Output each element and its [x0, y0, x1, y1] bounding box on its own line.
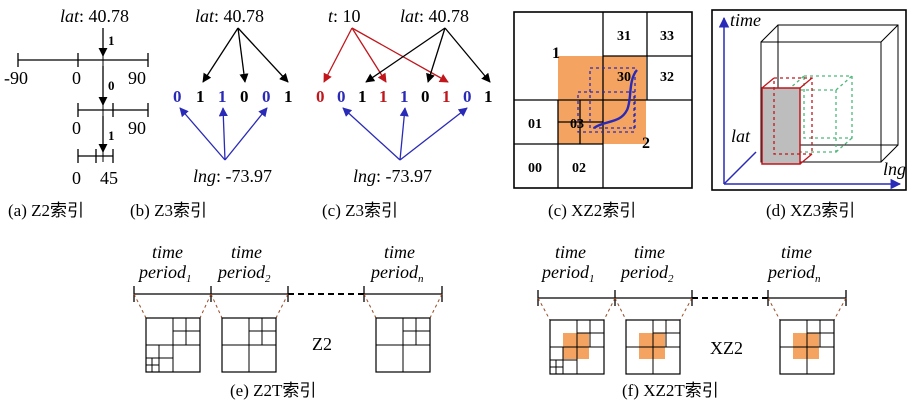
- panel-c-bit-8: 1: [484, 87, 493, 106]
- panel-g-periodn-label: periodn: [766, 262, 821, 285]
- panel-d-label-1: 1: [552, 45, 560, 62]
- panel-a-lat-text: lat: 40.78: [60, 6, 129, 26]
- panel-c-bit-3: 1: [379, 87, 388, 106]
- panel-a-axis-label-0c: 0: [72, 168, 81, 188]
- panel-b-lat-text: lat: 40.78: [195, 6, 264, 26]
- panel-d-xz2-quadtree: 31 33 30 32 01 03 00 02 1 2 (c) XZ2索引: [513, 11, 693, 220]
- panel-a-axis-label-0a: 0: [72, 68, 81, 88]
- panel-c-caption: (c) Z3索引: [322, 201, 398, 220]
- panel-a-axis-label-45: 45: [100, 168, 118, 188]
- panel-b-z2-interleave: lat: 40.78 0 1 1 0 0 1 lng: -73.97 (b) Z…: [130, 6, 293, 220]
- panel-b-bit-2: 1: [218, 87, 227, 106]
- panel-d-cell-02: 02: [572, 161, 586, 176]
- panel-e-gray-element: [761, 87, 801, 165]
- panel-e-axis-time: time: [730, 10, 761, 30]
- panel-c-bit-0: 0: [316, 87, 325, 106]
- panel-b-bit-4: 0: [262, 87, 271, 106]
- panel-g-caption: (f) XZ2T索引: [622, 381, 719, 400]
- panel-b-bit-3: 0: [240, 87, 249, 106]
- panel-d-cell-01: 01: [528, 117, 542, 132]
- panel-d-cell-00: 00: [528, 161, 542, 176]
- panel-d-cell-31: 31: [617, 29, 631, 44]
- panel-f-period2-word: time: [231, 242, 262, 262]
- panel-g-period2-label: period2: [619, 262, 674, 285]
- panel-a-axis-label-neg90: -90: [4, 68, 28, 88]
- panel-c-bit-5: 0: [421, 87, 430, 106]
- panel-g-grid-1: [549, 319, 605, 375]
- panel-a-axis-label-90b: 90: [128, 118, 146, 138]
- panel-c-z3-interleave: t: 10 lat: 40.78 0 0 1 1 1 0 1 0 1 lng: …: [316, 6, 493, 220]
- panel-d-label-2: 2: [642, 135, 650, 152]
- panel-g-center-label: XZ2: [710, 338, 743, 358]
- panel-g-periodn-word: time: [781, 242, 812, 262]
- panel-f-grid-n: [375, 317, 431, 373]
- panel-c-bit-4: 1: [400, 87, 409, 106]
- panel-f-periodn-label: periodn: [369, 262, 424, 285]
- panel-b-bit-5: 1: [284, 87, 293, 106]
- panel-d-trajectory: [593, 69, 638, 130]
- panel-a-binary-partition: lat: 40.78 1 -90 0 90 0 0 90 1 0 45: [4, 6, 149, 188]
- panel-a-step-bit-2: 0: [108, 78, 115, 93]
- panel-g-period2-word: time: [634, 242, 665, 262]
- panel-a-axis-label-0b: 0: [72, 118, 81, 138]
- panel-e-caption: (d) XZ3索引: [766, 201, 855, 220]
- panel-b-bit-0: 0: [173, 87, 182, 106]
- panel-c-t-text: t: 10: [328, 6, 361, 26]
- panel-c-bit-1: 0: [337, 87, 346, 106]
- panel-d-caption: (c) XZ2索引: [548, 201, 636, 220]
- panel-f-center-label: Z2: [312, 334, 332, 354]
- panel-c-bit-6: 1: [442, 87, 451, 106]
- panel-c-bit-7: 0: [463, 87, 472, 106]
- panel-c-bit-2: 1: [358, 87, 367, 106]
- panel-d-cell-33: 33: [660, 29, 674, 44]
- panel-d-cell-03: 03: [570, 117, 584, 132]
- panel-b-bit-1: 1: [196, 87, 205, 106]
- panel-f-caption: (e) Z2T索引: [230, 381, 316, 400]
- panel-g-period1-label: period1: [540, 262, 595, 285]
- panel-b-caption: (b) Z3索引: [130, 201, 207, 220]
- panel-g-grid-n: [779, 319, 835, 375]
- panel-a-axis-label-90a: 90: [128, 68, 146, 88]
- panel-e-xz3-cube: time lat lng (d) XZ3索引: [711, 9, 907, 220]
- panel-g-period1-word: time: [555, 242, 586, 262]
- panel-b-lng-text: lng: -73.97: [193, 166, 272, 186]
- panel-g-xz2t-periods: time period1 time period2 time periodn: [537, 242, 847, 400]
- panel-a-caption: (a) Z2索引: [8, 201, 84, 220]
- panel-f-grid-2: [221, 317, 277, 373]
- panel-f-period2-label: period2: [216, 262, 271, 285]
- panel-g-grid-2: [625, 319, 681, 375]
- panel-d-cell-30: 30: [617, 70, 631, 85]
- panel-f-z2t-periods: time period1 time period2 time periodn: [133, 242, 443, 400]
- panel-c-lng-text: lng: -73.97: [353, 166, 432, 186]
- panel-f-period1-label: period1: [137, 262, 192, 285]
- panel-f-grid-1: [145, 317, 201, 373]
- panel-c-lat-text: lat: 40.78: [400, 6, 469, 26]
- panel-e-axis-lat: lat: [731, 126, 751, 146]
- panel-f-period1-word: time: [152, 242, 183, 262]
- panel-a-step-bit-1: 1: [108, 33, 115, 48]
- panel-d-cell-32: 32: [660, 70, 674, 85]
- panel-a-step-bit-3: 1: [108, 128, 115, 143]
- panel-e-axis-lng: lng: [883, 159, 906, 179]
- panel-f-periodn-word: time: [384, 242, 415, 262]
